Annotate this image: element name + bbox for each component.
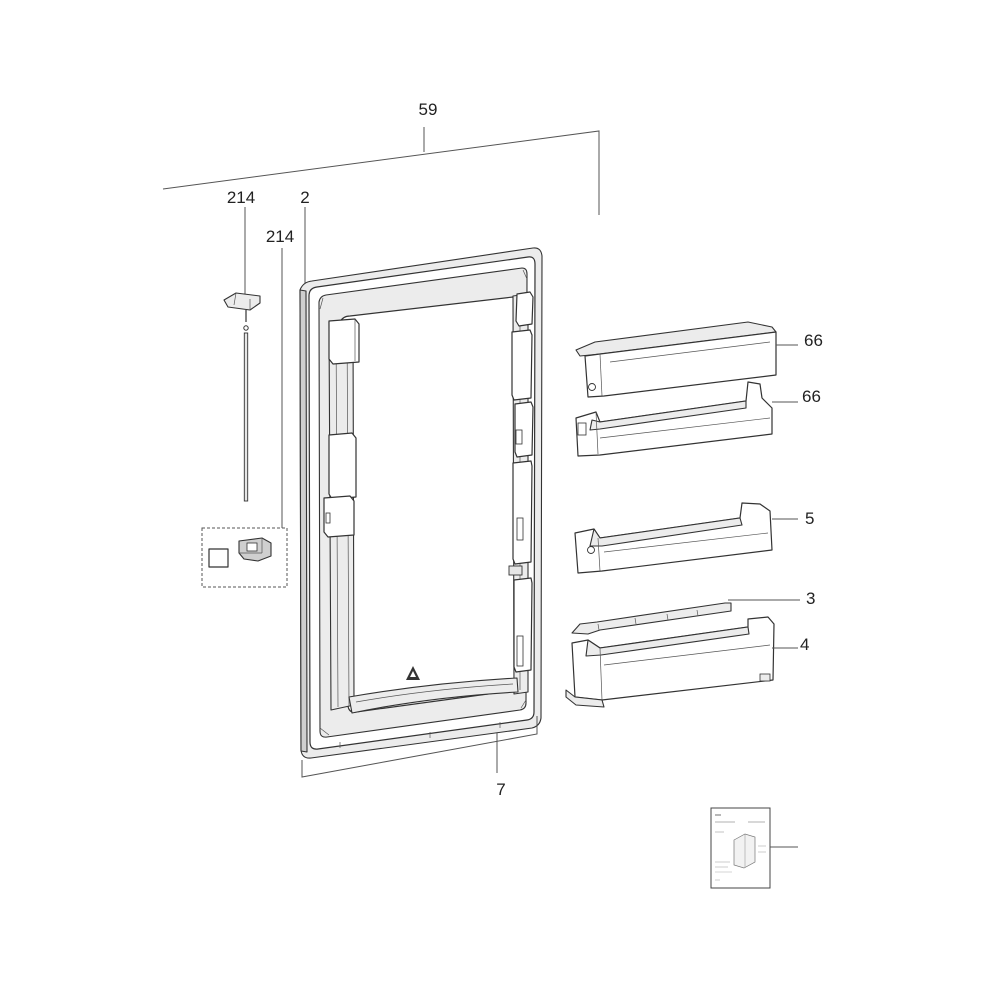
part-214-kit[interactable] <box>201 248 288 588</box>
callout-66-upper[interactable]: 66 <box>804 331 823 350</box>
callout-66-lower[interactable]: 66 <box>802 387 821 406</box>
callout-5[interactable]: 5 <box>805 509 814 528</box>
callout-4[interactable]: 4 <box>800 635 809 654</box>
part-66-upper-shelf[interactable] <box>575 321 777 398</box>
hinge-bracket-icon <box>238 537 272 562</box>
part-214-hinge-pin[interactable] <box>223 207 261 502</box>
callout-3[interactable]: 3 <box>806 589 815 608</box>
callout-214-upper[interactable]: 214 <box>227 188 255 207</box>
part-3-guard-rail[interactable] <box>571 602 732 635</box>
part-2-door[interactable] <box>299 247 543 759</box>
part-4-bottle-shelf[interactable] <box>565 616 775 708</box>
part-66-lower-shelf[interactable] <box>575 381 773 457</box>
callout-214-lower[interactable]: 214 <box>266 227 294 246</box>
part-5-shelf[interactable] <box>574 502 773 574</box>
callout-59[interactable]: 59 <box>419 100 438 119</box>
manual-document-icon[interactable] <box>710 807 771 889</box>
dimension-bracket-7 <box>301 716 538 778</box>
callout-7[interactable]: 7 <box>496 780 505 799</box>
assembly-bracket-59 <box>162 127 600 215</box>
callout-2[interactable]: 2 <box>300 188 309 207</box>
recycle-icon <box>406 666 420 680</box>
